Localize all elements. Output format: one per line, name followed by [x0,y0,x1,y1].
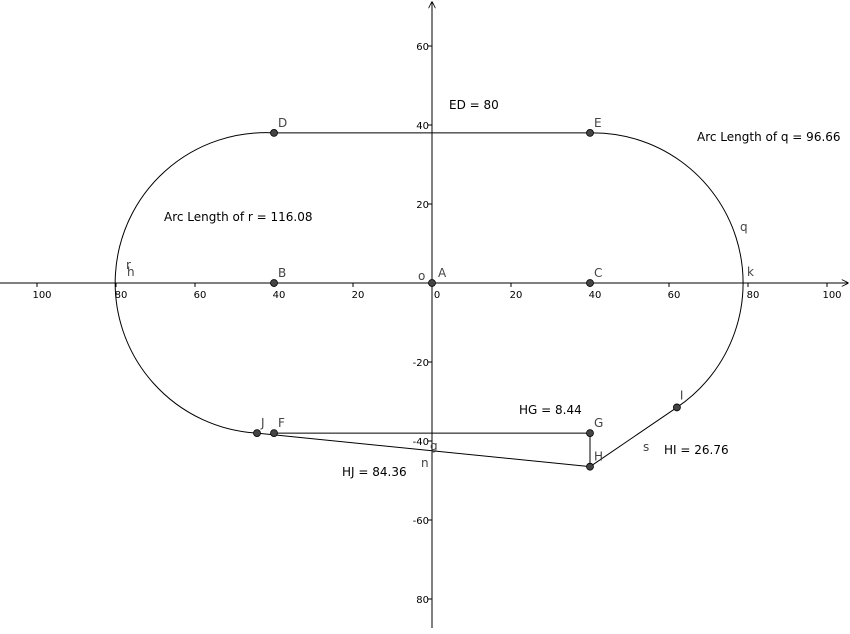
point-g[interactable] [586,429,594,438]
x-tick-label: 20 [510,290,523,301]
point-i[interactable] [673,403,681,412]
point-d[interactable] [270,128,278,137]
point-label-i: I [680,388,684,402]
point-e[interactable] [586,128,594,137]
x-tick-label: 80 [747,290,760,301]
x-tick-label: 60 [668,290,681,301]
y-tick-label: 20 [416,200,429,211]
point-h[interactable] [586,462,594,471]
point-label-a: A [438,266,447,280]
y-tick-label: -40 [413,437,429,448]
point-b[interactable] [270,279,278,287]
label-k: k [747,265,754,279]
label-g: g [430,439,438,453]
segment-hi [589,407,678,468]
measure-hi: HI = 26.76 [664,443,729,457]
label-h: h [127,265,135,279]
point-a[interactable] [428,279,436,287]
label-s: s [643,440,649,454]
point-label-e: E [594,116,602,130]
point-label-j: J [260,416,265,430]
point-j[interactable] [253,429,261,438]
point-label-c: C [594,266,602,280]
arc-q [589,132,744,408]
measure-arc-r: Arc Length of r = 116.08 [164,210,312,224]
x-tick-label: 80 [115,290,128,301]
point-label-d: D [278,116,287,130]
y-tick-label: 80 [416,595,429,606]
point-label-b: B [278,266,286,280]
measure-hj: HJ = 84.36 [342,465,407,479]
x-tick-label: 40 [589,290,602,301]
measure-arc-q: Arc Length of q = 96.66 [697,130,841,144]
label-o: o [418,269,425,283]
measure-ed: ED = 80 [449,98,499,112]
x-tick-label: 0 [434,290,440,301]
measure-hg: HG = 8.44 [519,403,582,417]
y-tick-label: -60 [413,516,429,527]
arc-r [114,132,275,434]
x-tick-label: 100 [822,290,841,301]
point-c[interactable] [586,279,594,287]
x-tick-label: 60 [194,290,207,301]
point-label-h: H [594,450,603,464]
label-q: q [740,220,748,234]
label-n: n [421,456,429,470]
label-r: r [126,258,131,272]
y-tick-label: 40 [416,121,429,132]
segment-hj [256,432,591,468]
point-label-f: F [278,416,285,430]
point-f[interactable] [270,429,278,438]
x-tick-label: 20 [352,290,365,301]
y-tick-label: 60 [416,42,429,53]
y-tick-label: -20 [413,358,429,369]
x-tick-label: 100 [32,290,51,301]
x-tick-label: 40 [273,290,286,301]
point-label-g: G [594,416,603,430]
